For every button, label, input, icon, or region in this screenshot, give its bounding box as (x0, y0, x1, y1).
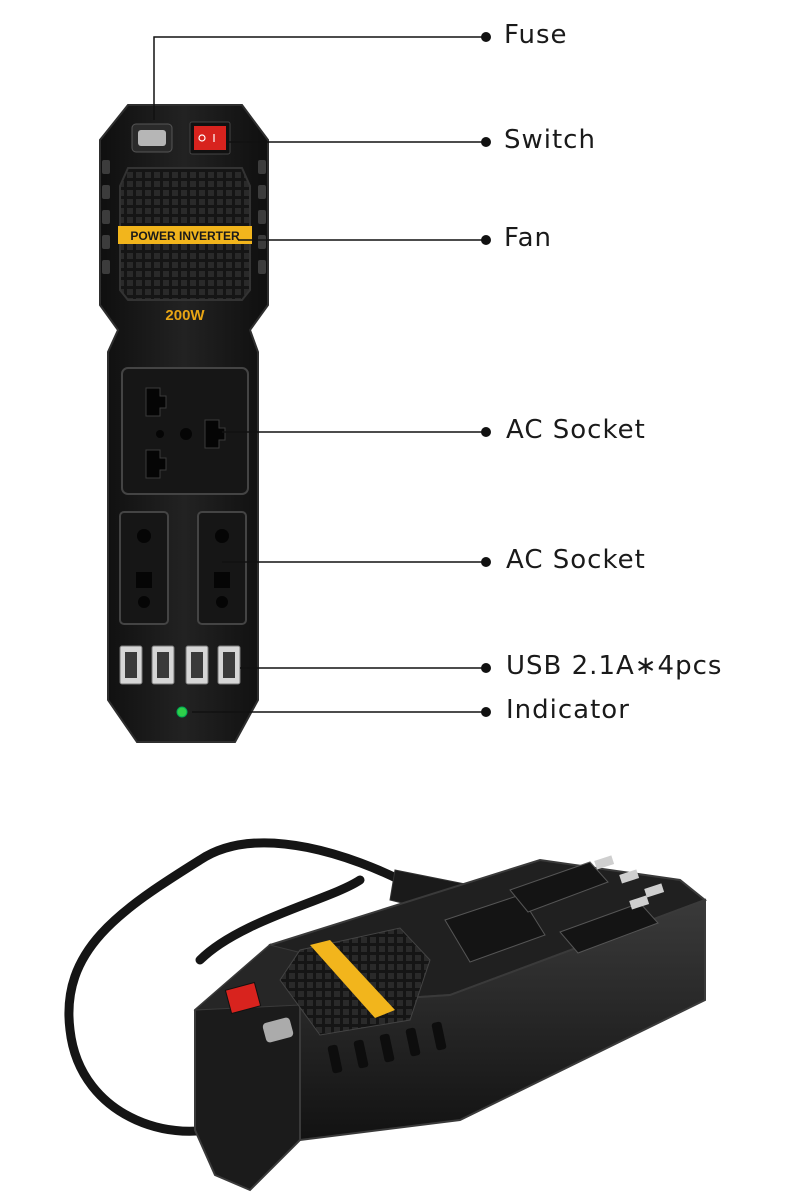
callout-label-switch: Switch (504, 125, 596, 155)
indicator-led (176, 706, 188, 718)
perspective-band (310, 940, 395, 1018)
callout-label-usb: USB 2.1A∗4pcs (506, 651, 723, 681)
power-cable-inner (195, 875, 365, 965)
power-switch (189, 121, 231, 155)
fuse-holder (131, 123, 173, 153)
dual-ac-sockets (119, 511, 247, 625)
perspective-switch (224, 981, 262, 1015)
band-label: POWER INVERTER (130, 229, 240, 243)
power-inverter-band (118, 226, 252, 244)
perspective-view-inverter (64, 838, 708, 1192)
side-vents (102, 160, 266, 274)
callout-dots (481, 32, 491, 717)
perspective-fuse (262, 1017, 294, 1043)
callout-label-indicator: Indicator (506, 695, 630, 725)
usb-ports (119, 645, 241, 685)
universal-ac-socket (121, 367, 249, 495)
front-view-inverter: POWER INVERTER 200W (99, 104, 269, 743)
perspective-vent-slots (327, 1021, 447, 1074)
callout-label-fuse: Fuse (504, 20, 568, 50)
perspective-ac-sockets (444, 861, 659, 963)
power-cable (64, 838, 405, 1136)
callout-label-ac-socket-universal: AC Socket (506, 415, 646, 445)
callout-label-fan: Fan (504, 223, 552, 253)
callout-lines (153, 36, 485, 713)
perspective-usb-ports (594, 855, 665, 910)
wattage-label: 200W (165, 307, 205, 324)
callout-label-ac-socket-pair: AC Socket (506, 545, 646, 575)
fuse-callout-line (153, 36, 485, 120)
